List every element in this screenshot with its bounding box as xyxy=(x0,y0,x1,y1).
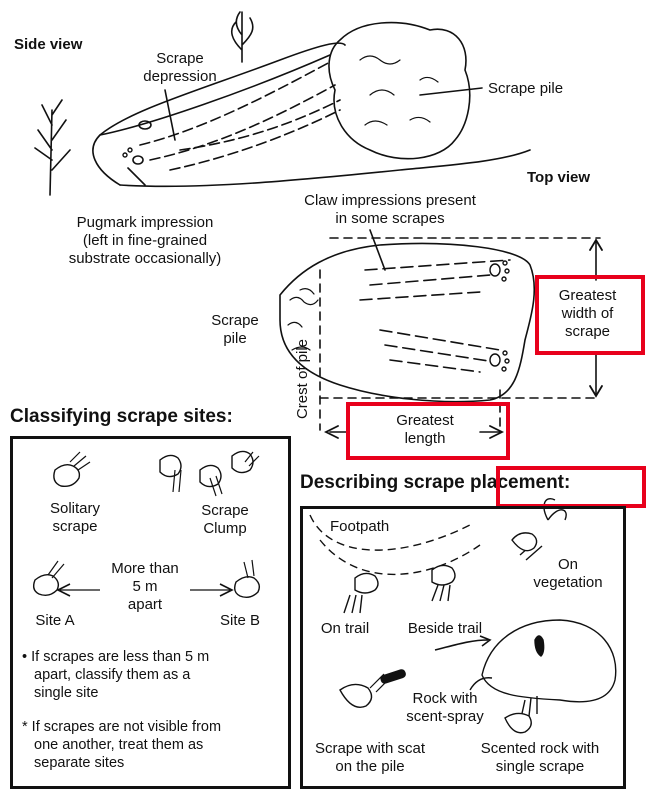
site-b-label: Site B xyxy=(210,612,270,630)
top-view-label: Top view xyxy=(527,169,590,186)
pugmark-label: Pugmark impression (left in fine-grained… xyxy=(50,214,240,268)
greatest-length-label: Greatest length xyxy=(350,412,500,448)
on-trail-label: On trail xyxy=(305,620,385,638)
classifying-title: Classifying scrape sites: xyxy=(10,406,233,428)
crest-of-pile-label: Crest of pile xyxy=(294,334,312,424)
site-a-label: Site A xyxy=(25,612,85,630)
scrape-clump-label: Scrape Clump xyxy=(180,502,270,538)
side-view-label: Side view xyxy=(14,36,82,53)
plant-left xyxy=(35,100,70,195)
placement-highlight xyxy=(496,466,646,508)
classifying-note-1: • If scrapes are less than 5 m apart, cl… xyxy=(22,648,209,702)
claw-impressions-label: Claw impressions present in some scrapes xyxy=(285,192,495,228)
footpath-label: Footpath xyxy=(330,518,389,536)
on-vegetation-label: On vegetation xyxy=(520,556,616,592)
rock-spray-label: Rock with scent-spray xyxy=(395,690,495,726)
scrape-pile-top-label: Scrape pile xyxy=(205,312,265,348)
classifying-note-2: * If scrapes are not visible from one an… xyxy=(22,718,221,772)
scrape-depression-label: Scrape depression xyxy=(130,50,230,86)
side-scrape-pile xyxy=(329,23,470,159)
beside-trail-label: Beside trail xyxy=(395,620,495,638)
more-than-5m-label: More than 5 m apart xyxy=(100,560,190,614)
scented-rock-label: Scented rock with single scrape xyxy=(470,740,610,776)
greatest-width-label: Greatest width of scrape xyxy=(540,287,635,341)
scrape-scat-label: Scrape with scat on the pile xyxy=(305,740,435,776)
plant-top xyxy=(232,12,253,62)
side-view-ground-lower xyxy=(120,150,530,186)
scrape-pile-side-label: Scrape pile xyxy=(488,80,563,98)
solitary-scrape-label: Solitary scrape xyxy=(30,500,120,536)
